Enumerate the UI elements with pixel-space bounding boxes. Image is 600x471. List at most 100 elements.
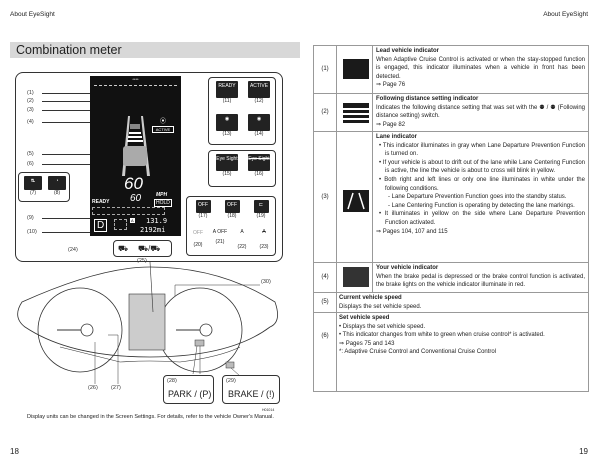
steering-ready-icon: READY (216, 81, 238, 98)
callout-22: (22) (237, 244, 247, 250)
table-row: (2) Following distance setting indicator… (314, 94, 588, 132)
bullet: • Displays the set vehicle speed. (339, 323, 426, 330)
callout-1: (1) (27, 90, 34, 96)
page-ref: ⇒ Page 82 (376, 121, 406, 128)
car-lead-icon: ⛟/⛟ (138, 244, 161, 253)
instrument-cluster-outline (17, 262, 278, 384)
lane-off-icon: OFF (224, 200, 240, 213)
active-label: ACTIVE (152, 126, 174, 133)
your-vehicle-indicator-icon (343, 267, 369, 287)
callout-3: (3) (27, 107, 34, 113)
row-title: Lane indicator (376, 134, 418, 140)
bullet: • It illuminates in yellow on the side w… (379, 211, 585, 226)
odometer: 2192mi (140, 226, 166, 234)
callout-27: (27) (111, 385, 121, 391)
callout-9: (9) (27, 215, 34, 221)
callout-16: (16) (254, 171, 264, 177)
lane-warning-icon: ⊏ (253, 200, 269, 213)
system-icons-group: OFF(17) OFF(18) ⊏(19) OFF(20) A OFF(21) … (186, 196, 276, 256)
meter-display: **** ⦿ACTIVE 60 60 MPH HOLD READY D A 13… (90, 76, 181, 236)
car-icon: ⛟ (118, 244, 129, 253)
row-number: (2) (321, 109, 329, 115)
bullet: • If your vehicle is about to drift out … (379, 159, 585, 175)
callout-17: (17) (198, 213, 208, 219)
callout-6: (6) (27, 161, 34, 167)
lane-assist-icons-group: READY(11) ACTIVE(12) ◉(13) ◉(14) (208, 77, 276, 145)
lane-graphic (122, 116, 150, 176)
running-header-right: About EyeSight (543, 11, 588, 18)
meter-diagram-box (15, 72, 283, 262)
callout-18: (18) (227, 213, 237, 219)
bullet: • This indicator illuminates in gray whe… (379, 142, 585, 158)
page-number-right: 19 (579, 447, 588, 456)
callout-4: (4) (27, 119, 34, 125)
row-text: Indicates the following distance setting… (376, 104, 585, 120)
page-ref: ⇒ Page 76 (376, 82, 406, 89)
row-number: (6) (321, 333, 329, 339)
callout-2: (2) (27, 98, 34, 104)
throttle-management-icon: ◔ (48, 176, 66, 190)
row-number: (1) (321, 66, 329, 72)
callout-15: (15) (222, 171, 232, 177)
following-distance-icon (343, 103, 369, 123)
row-number: (4) (321, 274, 329, 280)
steering-active-icon: ACTIVE (248, 81, 270, 98)
auto-mark: A (130, 218, 135, 223)
figure-code: H01014 (262, 408, 275, 412)
warning-icons-group: ⛐(7) ◔(8) (18, 172, 70, 202)
eyesight-disabled-icon: Eye Sight (248, 154, 270, 171)
callout-10: (10) (27, 229, 37, 235)
eyesight-icon: Eye Sight (216, 154, 238, 171)
row-text: Displays the set vehicle speed. (339, 303, 422, 310)
figure-caption: Display units can be changed in the Scre… (27, 414, 274, 420)
bullet: • This indicator changes from white to g… (339, 332, 545, 339)
callout-13: (13) (222, 131, 232, 137)
callout-8: (8) (53, 190, 61, 196)
hands-off-warning-icon: ◉ (216, 114, 238, 131)
eyesight-icons-group: Eye Sight(15) Eye Sight(16) (208, 150, 276, 187)
callout-7: (7) (29, 190, 37, 196)
bullet: • Both right and left lines or only one … (379, 176, 585, 192)
speed-unit: MPH (156, 192, 168, 198)
vehicle-icons-group: ⛟ ⛟/⛟ (113, 240, 172, 257)
row-text: When the brake pedal is depressed or the… (376, 273, 585, 289)
section-title: Combination meter (10, 42, 300, 58)
eco-off-icon: OFF (193, 230, 203, 236)
table-row: (6) Set vehicle speed • Displays the set… (314, 313, 588, 392)
lane-indicator-icon (343, 190, 369, 212)
callout-19: (19) (256, 213, 266, 219)
auto-stop-unavailable-icon: A (262, 229, 266, 235)
gear-indicator: D (94, 219, 108, 232)
page-number-left: 18 (10, 447, 19, 456)
row-number: (3) (321, 194, 329, 200)
pre-collision-icon: ⛐ (24, 176, 42, 190)
set-speed: 60 (130, 193, 142, 204)
current-speed: 60 (124, 174, 143, 193)
auto-stop-icon: A (240, 229, 244, 235)
page-ref: ⇒ Pages 104, 107 and 115 (376, 228, 448, 235)
row-text: When Adaptive Cruise Control is activate… (376, 56, 585, 80)
lead-vehicle-indicator-icon (343, 59, 369, 79)
footnote: *: Adaptive Cruise Control and Conventio… (339, 349, 497, 356)
park-indicator-box: (28) PARK / (P) (163, 375, 214, 404)
stars-indicator: **** (132, 77, 139, 82)
trip-meter: 131.9 (146, 217, 168, 225)
callout-12: (12) (254, 98, 264, 104)
table-row: (3) Lane indicator • This indicator illu… (314, 132, 588, 263)
ab-off-icon: OFF (195, 200, 211, 213)
ready-indicator: READY (92, 199, 110, 205)
callout-5: (5) (27, 151, 34, 157)
callout-29: (29) (226, 378, 236, 384)
brake-indicator-box: (29) BRAKE / (!) (222, 375, 280, 404)
callout-11: (11) (222, 98, 232, 104)
callout-21: (21) (215, 239, 225, 245)
page-ref: ⇒ Pages 75 and 143 (339, 340, 395, 347)
sub-item: - Lane Centering Function is operating b… (388, 202, 575, 209)
park-brake-label: PARK / (P) (168, 389, 212, 399)
callout-30: (30) (261, 279, 271, 285)
row-title: Current vehicle speed (339, 295, 402, 301)
